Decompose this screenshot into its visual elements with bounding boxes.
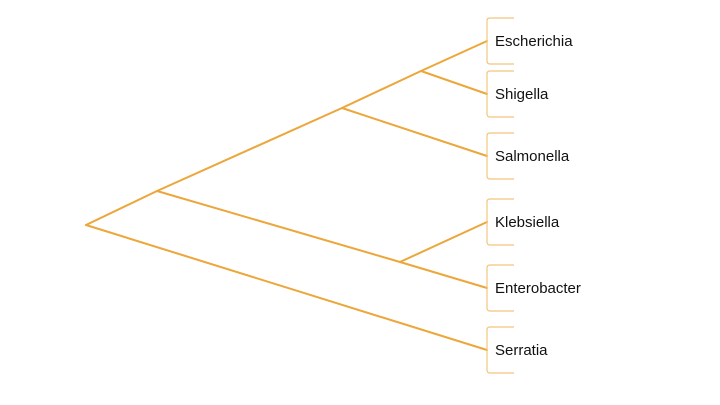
taxon-label-salmonella: Salmonella — [495, 148, 570, 165]
branch-3 — [341, 107, 488, 157]
bracket-shigella — [486, 70, 514, 118]
bracket-escherichia — [486, 17, 514, 65]
taxon-labels: Escherichia Shigella Salmonella Klebsiel… — [495, 33, 581, 359]
taxon-label-enterobacter: Enterobacter — [495, 280, 581, 297]
branch-8 — [85, 190, 158, 226]
taxon-label-shigella: Shigella — [495, 86, 549, 103]
bracket-salmonella — [486, 132, 514, 180]
branch-6 — [399, 261, 488, 289]
branch-0 — [420, 40, 488, 72]
bracket-klebsiella — [486, 198, 514, 246]
taxon-label-escherichia: Escherichia — [495, 33, 573, 50]
branch-5 — [399, 221, 488, 263]
taxon-brackets — [486, 17, 514, 374]
branch-4 — [156, 107, 343, 192]
branch-2 — [341, 70, 422, 109]
branch-9 — [85, 224, 488, 351]
taxon-label-klebsiella: Klebsiella — [495, 214, 560, 231]
branch-7 — [156, 190, 401, 263]
bracket-serratia — [486, 326, 514, 374]
branch-1 — [420, 70, 488, 95]
branch-lines — [85, 40, 488, 351]
taxon-label-serratia: Serratia — [495, 342, 548, 359]
bracket-enterobacter — [486, 264, 514, 312]
